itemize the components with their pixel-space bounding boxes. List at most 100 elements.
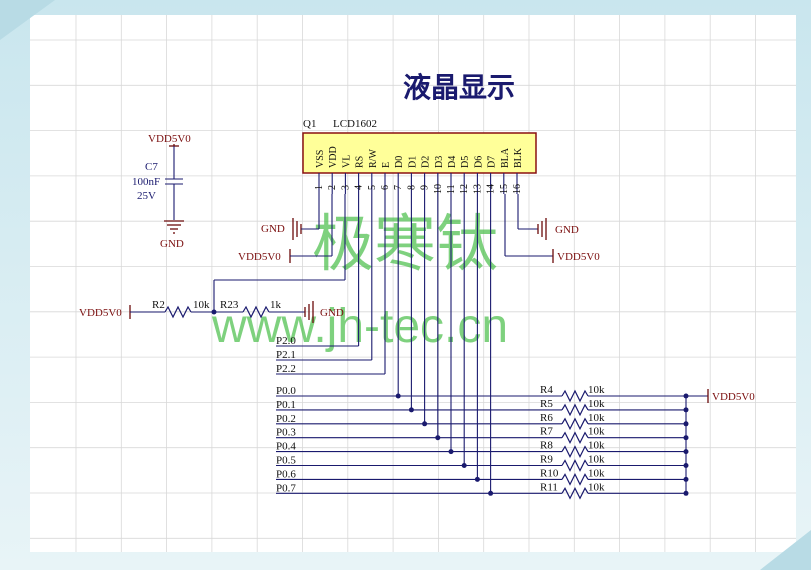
pullup-supply-label: VDD5V0: [712, 391, 755, 403]
pullup-resistor-zigzag: [561, 473, 589, 486]
data-port-label: P0.3: [276, 427, 296, 439]
lcd-pin-name: VDD: [328, 146, 339, 168]
pullup-designator: R8: [540, 440, 553, 452]
pullup-resistor-zigzag: [561, 431, 589, 445]
lcd-pin-number: 12: [459, 184, 470, 194]
control-port-wiring: P2.0P2.1P2.2: [276, 194, 386, 375]
lcd-pin-number: 4: [354, 185, 365, 190]
r2-designator: R2: [152, 299, 165, 311]
lcd-pin-number: 7: [393, 185, 404, 190]
contrast-divider: VDD5V0 GND R2 10k R23 1k: [79, 194, 346, 323]
pullup-designator: R5: [540, 398, 553, 410]
r23-value: 1k: [270, 299, 282, 311]
left-vdd-label: VDD5V0: [238, 251, 281, 263]
pullup-value: 10k: [588, 454, 605, 466]
lcd-part-name: LCD1602: [333, 118, 377, 130]
control-port-label: P2.1: [276, 349, 296, 361]
r23-designator: R23: [220, 299, 239, 311]
right-gnd-label: GND: [555, 224, 579, 236]
lcd-pin-number: 9: [420, 185, 431, 190]
watermark-brand: 极寒钛: [312, 207, 498, 280]
lcd-pin-number: 15: [499, 184, 510, 194]
pullup-resistor-zigzag: [561, 417, 589, 431]
pullup-designator: R9: [540, 454, 553, 466]
data-port-label: P0.6: [276, 468, 296, 480]
lcd-pin-number: 6: [380, 185, 391, 190]
lcd-pin-number: 10: [433, 184, 444, 194]
pullup-value: 10k: [588, 426, 605, 438]
right-vdd-label: VDD5V0: [557, 251, 600, 263]
data-port-label: P0.0: [276, 385, 296, 397]
control-port-label: P2.2: [276, 363, 296, 375]
sheet: [30, 15, 796, 552]
pullup-resistor-zigzag: [561, 486, 589, 500]
pullup-resistor-zigzag: [561, 389, 589, 403]
control-port-label: P2.0: [276, 335, 296, 347]
lcd-pin-name: E: [381, 162, 392, 168]
pullup-resistor-zigzag: [561, 445, 589, 458]
pullup-designator: R6: [540, 412, 553, 424]
r23-zigzag: [242, 305, 270, 319]
divider-gnd-label: GND: [320, 307, 344, 319]
cap-gnd-label: GND: [160, 238, 184, 250]
diagram-title: 液晶显示: [403, 71, 515, 104]
cap-value: 100nF: [132, 176, 160, 188]
lcd-pins: VSS1VDD2VL3RS4R/W5E6D07D18D29D310D411D51…: [314, 146, 524, 194]
lcd-pin-name: D0: [394, 156, 405, 168]
pullup-value: 10k: [588, 467, 605, 479]
pullup-resistor-zigzag: [561, 403, 589, 417]
data-port-label: P0.4: [276, 441, 296, 453]
lcd-pin-name: RS: [355, 156, 366, 168]
lcd-pin-name: D5: [460, 156, 471, 168]
grid-lines: [30, 15, 796, 552]
data-port-label: P0.5: [276, 455, 296, 467]
lcd-pin-name: D4: [447, 156, 458, 168]
r2-value: 10k: [193, 299, 210, 311]
pullup-designator: R4: [540, 384, 553, 396]
pullup-value: 10k: [588, 412, 605, 424]
capacitor-c7: VDD5V0 C7 100nF 25V GND: [132, 133, 191, 250]
cap-voltage: 25V: [137, 190, 156, 202]
pullup-value: 10k: [588, 384, 605, 396]
cap-supply-label: VDD5V0: [148, 133, 191, 145]
lcd-pin-number: 3: [340, 185, 351, 190]
data-port-label: P0.2: [276, 413, 296, 425]
pullup-designator: R10: [540, 467, 559, 479]
lcd-pin-name: D6: [473, 156, 484, 168]
pullup-value: 10k: [588, 440, 605, 452]
data-port-label: P0.1: [276, 399, 296, 411]
watermark-url: www.jh-tec.cn: [211, 300, 508, 353]
sheet-corner-bottom-right: [760, 530, 811, 570]
lcd-pin-number: 2: [327, 185, 338, 190]
lcd-pin-name: BLK: [513, 147, 524, 168]
data-port-label: P0.7: [276, 482, 296, 494]
r2-zigzag: [164, 305, 192, 319]
lcd-pin-number: 16: [512, 184, 523, 194]
left-gnd-label: GND: [261, 223, 285, 235]
lcd-pin-number: 14: [486, 184, 497, 194]
cap-designator: C7: [145, 161, 158, 173]
lcd-pin-number: 11: [446, 184, 457, 194]
divider-supply-label: VDD5V0: [79, 307, 122, 319]
pullup-resistor-zigzag: [561, 459, 589, 472]
lcd-pin-name: VL: [341, 155, 352, 168]
lcd-pin-number: 5: [367, 185, 378, 190]
lcd-designator: Q1: [303, 118, 316, 130]
lcd-pin-name: D2: [421, 156, 432, 168]
lcd-pin-name: R/W: [368, 149, 379, 168]
sheet-corner-top-left: [0, 0, 55, 40]
lcd-pin-number: 1: [314, 185, 325, 190]
lcd-pin-name: D7: [487, 156, 498, 168]
pullup-value: 10k: [588, 481, 605, 493]
lcd-pin-name: BLA: [500, 147, 511, 168]
lcd-pin-number: 8: [406, 185, 417, 190]
pullup-value: 10k: [588, 398, 605, 410]
lcd-left-power: GND VDD5V0: [238, 194, 333, 263]
lcd-body: [302, 132, 537, 174]
pullup-designator: R7: [540, 426, 553, 438]
pullup-designator: R11: [540, 481, 558, 493]
lcd-pin-name: D1: [407, 156, 418, 168]
lcd-pin-number: 13: [472, 184, 483, 194]
